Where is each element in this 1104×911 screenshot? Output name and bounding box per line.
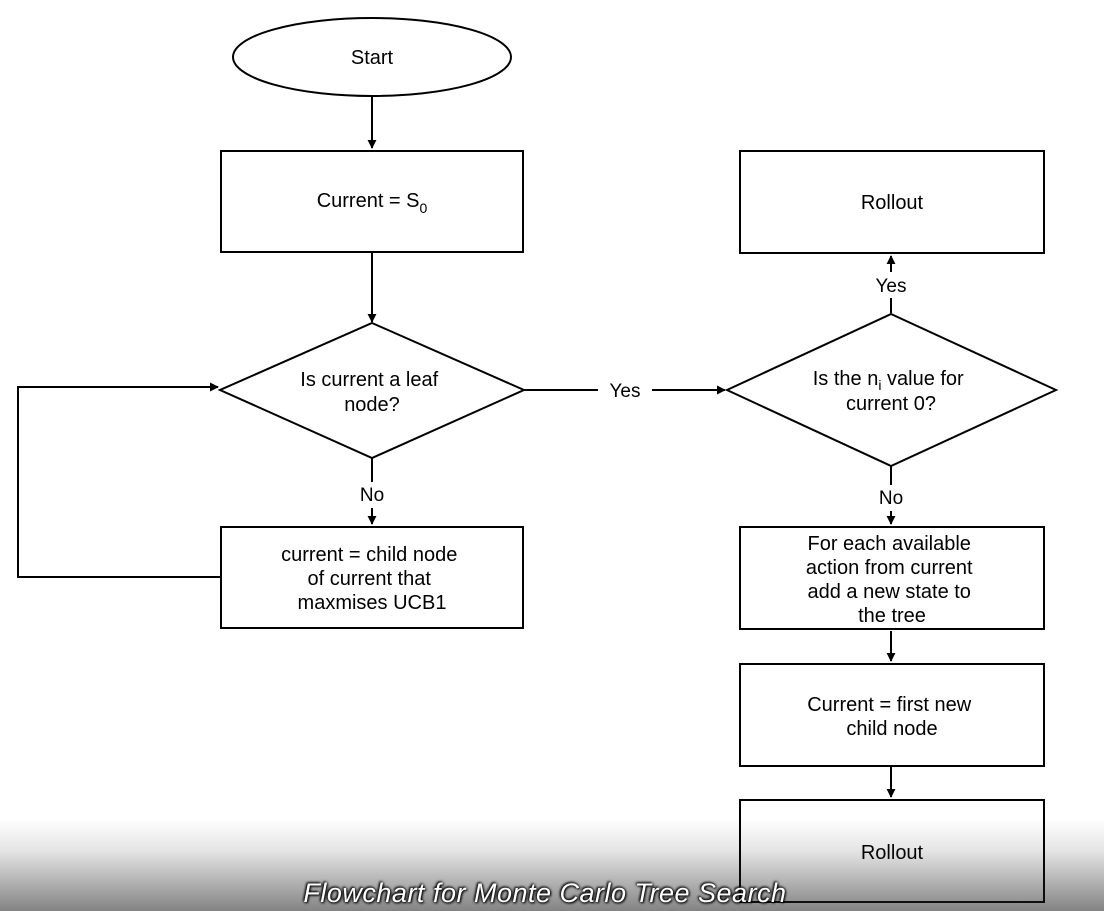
edge-label-visit-yes: Yes [876,276,907,297]
edge-label-visit-no: No [879,488,903,509]
visit-check-decision: Is the ni value for current 0? [724,312,1059,468]
figure-caption: Flowchart for Monte Carlo Tree Search [303,878,787,908]
first-child-label: Current = first new child node [807,694,977,740]
init-node: Current = S0 [220,150,524,253]
leaf-check-label: Is current a leaf node? [300,369,443,416]
rollout-bottom-label: Rollout [861,842,924,864]
leaf-check-decision: Is current a leaf node? [217,321,527,460]
edge-label-leaf-no: No [360,485,384,506]
edge-loop-back [17,382,220,578]
start-node: Start [232,17,512,97]
start-node-label: Start [351,47,394,69]
expand-label: For each available action from current a… [806,533,978,627]
init-node-label: Current = S0 [317,190,428,216]
expand-node: For each available action from current a… [739,526,1045,630]
first-child-node: Current = first new child node [739,663,1045,767]
edge-label-leaf-yes: Yes [610,381,641,402]
edge-labels: Yes No Yes No [350,272,916,511]
rollout-top-label: Rollout [861,192,924,214]
select-child-node: current = child node of current that max… [220,526,524,629]
rollout-top-node: Rollout [739,150,1045,254]
visit-check-label: Is the ni value for current 0? [813,368,970,415]
select-child-label: current = child node of current that max… [281,544,463,614]
